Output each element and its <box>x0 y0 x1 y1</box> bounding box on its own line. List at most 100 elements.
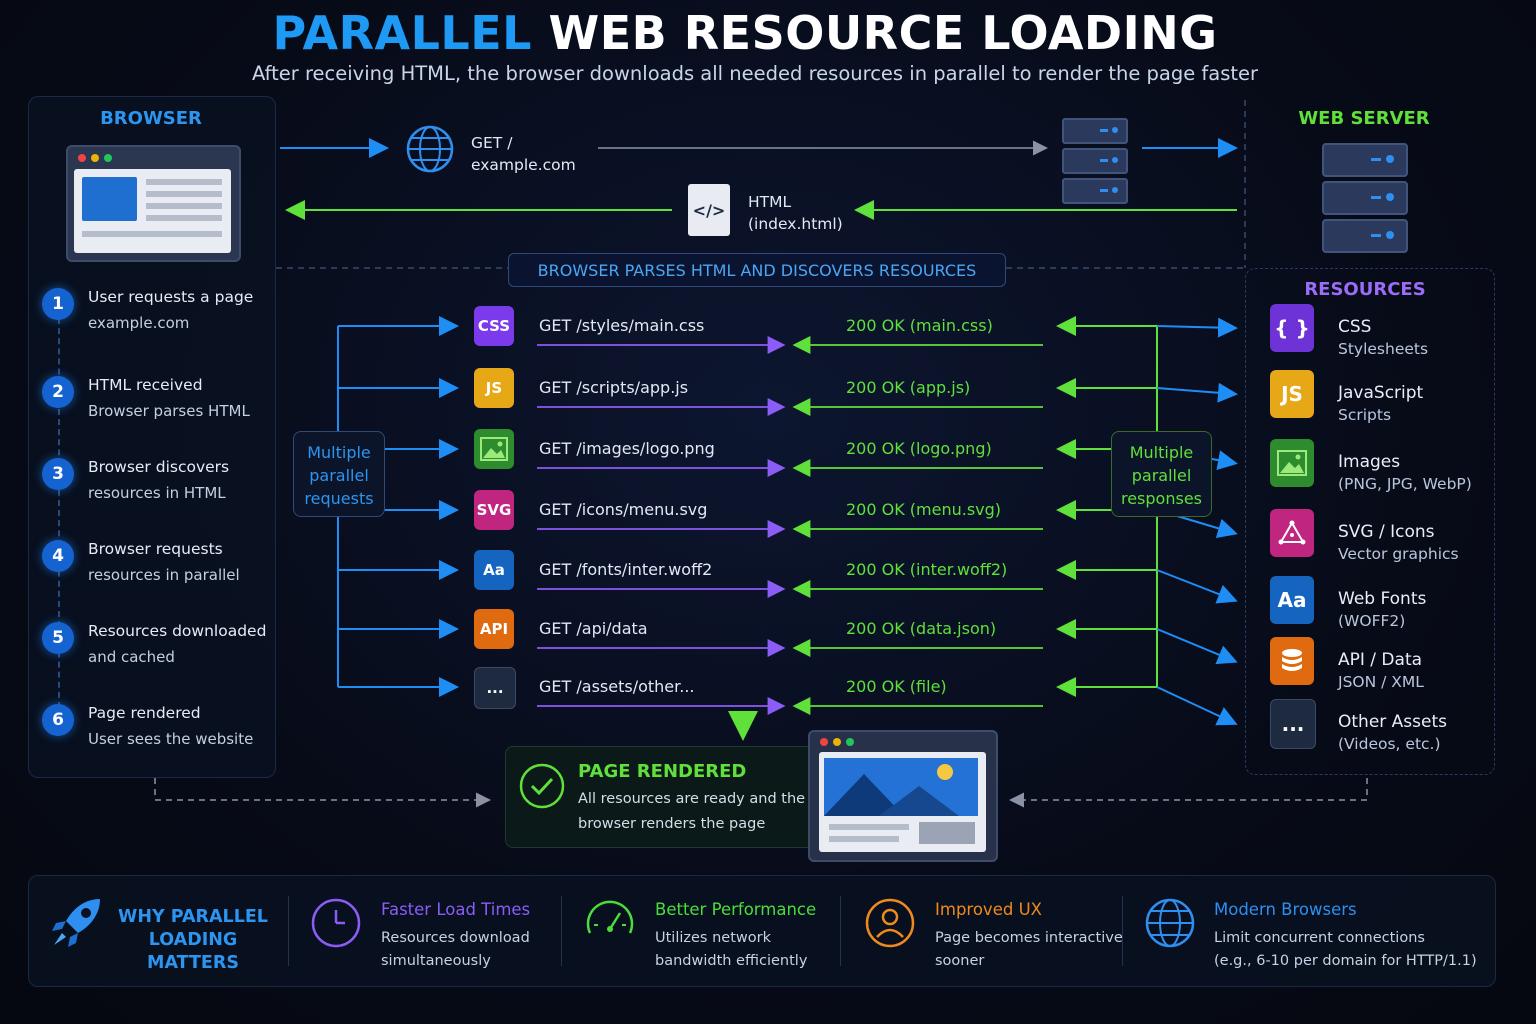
why-panel <box>28 875 1496 987</box>
mresp-line1: Multiple <box>1129 443 1194 462</box>
globe-icon <box>1144 897 1196 949</box>
resource-subtitle: Stylesheets <box>1338 340 1429 358</box>
multiple-responses-box: Multiple parallel responses <box>1111 431 1212 517</box>
resources-header: RESOURCES <box>1304 279 1426 300</box>
why-title: WHY PARALLEL LOADING MATTERS <box>100 906 286 975</box>
response-label: 200 OK (inter.woff2) <box>846 560 1008 579</box>
step-number: 5 <box>42 622 74 654</box>
resource-icon: ... <box>1270 699 1316 749</box>
why-item-line1: Limit concurrent connections <box>1214 930 1425 946</box>
page-rendered-line2: browser renders the page <box>578 816 766 832</box>
request-label: GET /styles/main.css <box>539 316 705 335</box>
parallel-flow-lines <box>337 316 1238 726</box>
resource-type-icon: SVG <box>474 490 514 530</box>
image-icon <box>1270 439 1314 487</box>
resource-title: API / Data <box>1338 650 1423 670</box>
response-label: 200 OK (menu.svg) <box>846 500 1002 519</box>
step-number: 3 <box>42 458 74 490</box>
image-icon <box>474 429 514 469</box>
step-number: 6 <box>42 704 74 736</box>
resource-subtitle: (Videos, etc.) <box>1338 735 1441 753</box>
response-label: 200 OK (main.css) <box>846 316 993 335</box>
why-item-line2: sooner <box>935 953 985 969</box>
browser-window-illustration <box>66 145 241 262</box>
browser-header: BROWSER <box>100 108 202 129</box>
response-label: 200 OK (file) <box>846 677 947 696</box>
resource-title: SVG / Icons <box>1338 522 1435 542</box>
response-label: 200 OK (data.json) <box>846 619 997 638</box>
server-icon-small <box>1062 118 1128 204</box>
resource-title: Images <box>1338 452 1401 472</box>
step-detail: User sees the website <box>88 730 254 748</box>
get-root-line1: GET / <box>471 134 513 152</box>
why-item-title: Modern Browsers <box>1214 900 1357 919</box>
step-number: 4 <box>42 540 74 572</box>
mr-line1: Multiple <box>307 443 371 462</box>
resource-subtitle: Vector graphics <box>1338 545 1459 563</box>
flow-arrow <box>1156 317 1238 338</box>
request-label: GET /icons/menu.svg <box>539 500 708 519</box>
get-root-line2: example.com <box>471 156 576 174</box>
step-detail: example.com <box>88 314 190 332</box>
step-detail: resources in HTML <box>88 484 226 502</box>
resource-type-icon: JS <box>474 368 514 408</box>
request-label: GET /images/logo.png <box>539 439 715 458</box>
resource-type-icon: CSS <box>474 306 514 346</box>
step-detail: and cached <box>88 648 175 666</box>
resource-type-icon: ... <box>474 667 516 709</box>
html-line1: HTML <box>748 193 792 211</box>
step-title: Page rendered <box>88 704 201 722</box>
globe-icon <box>406 125 454 173</box>
divider <box>840 896 841 966</box>
request-label: GET /assets/other... <box>539 677 695 696</box>
step-number: 2 <box>42 376 74 408</box>
step-detail: resources in parallel <box>88 566 240 584</box>
request-label: GET /scripts/app.js <box>539 378 689 397</box>
step-title: Browser requests <box>88 540 223 558</box>
page-title: PARALLEL WEB RESOURCE LOADING <box>0 6 1490 60</box>
why-item-line1: Page becomes interactive <box>935 930 1123 946</box>
mresp-line3: responses <box>1120 489 1202 508</box>
resource-subtitle: (WOFF2) <box>1338 612 1406 630</box>
resource-title: CSS <box>1338 317 1372 337</box>
resource-subtitle: JSON / XML <box>1338 673 1424 691</box>
why-item-title: Improved UX <box>935 900 1042 919</box>
resource-type-icon: API <box>474 609 514 649</box>
response-label: 200 OK (logo.png) <box>846 439 992 458</box>
web-server-icon <box>1322 143 1408 253</box>
why-item-line2: bandwidth efficiently <box>655 953 808 969</box>
flow-arrow <box>1156 686 1238 726</box>
why-title-line2: LOADING MATTERS <box>147 930 239 973</box>
step-number: 1 <box>42 288 74 320</box>
why-item-line2: simultaneously <box>381 953 491 969</box>
resources-panel <box>1245 268 1495 775</box>
vector-icon <box>1270 509 1314 557</box>
resource-title: Web Fonts <box>1338 589 1427 609</box>
resource-title: JavaScript <box>1338 383 1424 403</box>
resource-icon: Aa <box>1270 576 1314 624</box>
divider <box>288 896 289 966</box>
get-root-request: GET / example.com <box>471 132 576 176</box>
step-detail: Browser parses HTML <box>88 402 250 420</box>
why-item-title: Faster Load Times <box>381 900 531 919</box>
landscape-image-icon <box>824 758 978 844</box>
response-label: 200 OK (app.js) <box>846 378 971 397</box>
title-rest: WEB RESOURCE LOADING <box>548 6 1218 60</box>
html-line2: (index.html) <box>748 215 843 233</box>
mr-line2: parallel <box>309 466 369 485</box>
html-response-label: HTML (index.html) <box>748 191 843 235</box>
rendered-page-illustration <box>808 730 998 862</box>
why-title-line1: WHY PARALLEL <box>118 907 268 927</box>
user-icon <box>864 897 916 949</box>
resource-type-icon: Aa <box>474 550 514 590</box>
resource-subtitle: (PNG, JPG, WebP) <box>1338 475 1472 493</box>
rocket-icon <box>52 899 100 947</box>
multiple-requests-box: Multiple parallel requests <box>293 431 385 517</box>
mresp-line2: parallel <box>1131 466 1192 485</box>
mr-line3: requests <box>304 489 374 508</box>
why-item-line2: (e.g., 6-10 per domain for HTTP/1.1) <box>1214 953 1477 969</box>
step-title: Resources downloaded <box>88 622 267 640</box>
resource-title: Other Assets <box>1338 712 1447 732</box>
steps-timeline <box>58 318 60 708</box>
